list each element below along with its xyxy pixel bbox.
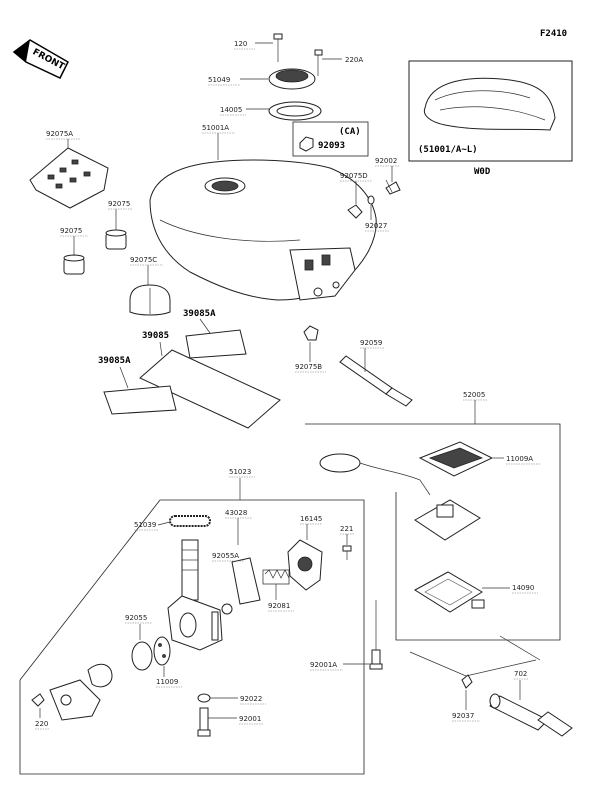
label-39085A-bot: 39085A (98, 356, 131, 366)
fuel-cock-body (167, 539, 223, 651)
gasket-92055A (231, 557, 261, 605)
plate-left (49, 663, 113, 721)
label-92075-b: 92075 (60, 227, 82, 235)
gasket-14005 (268, 101, 322, 121)
tube-92059 (339, 355, 413, 407)
damper-92075 (105, 229, 127, 250)
label-51049: 51049 (208, 76, 230, 84)
damper-92075-b (63, 254, 85, 275)
label-underlines (35, 48, 540, 730)
fuel-tank-51001A (149, 159, 377, 301)
label-51023: 51023 (229, 468, 251, 476)
nut-92093 (292, 121, 369, 157)
grommet-92075B (303, 325, 319, 341)
label-92001A: 92001A (310, 661, 337, 669)
label-52005: 52005 (463, 391, 485, 399)
screw-221 (342, 545, 352, 560)
label-92075D: 92075D (340, 172, 368, 180)
variant-code: W0D (474, 167, 491, 177)
bolt-220A (314, 49, 323, 76)
collar-92075D (347, 204, 363, 219)
label-92027: 92027 (365, 222, 387, 230)
label-92075: 92075 (108, 200, 130, 208)
pad-39085 (139, 349, 281, 429)
bolt-92001A (369, 649, 383, 670)
bolt-92001 (197, 707, 211, 737)
label-39085A-top: 39085A (183, 309, 216, 319)
sender-assembly-52005 (305, 423, 561, 641)
label-702: 702 (514, 670, 527, 678)
label-92093-ca: (CA) (339, 127, 361, 137)
variant-box: (51001/A~L) (408, 60, 573, 162)
variant-note: (51001/A~L) (418, 145, 478, 155)
label-92075B: 92075B (295, 363, 322, 371)
label-43028: 43028 (225, 509, 247, 517)
label-92001: 92001 (239, 715, 261, 723)
figure-code: F2410 (540, 29, 567, 39)
damper-92075C (129, 284, 171, 316)
label-11009A: 11009A (506, 455, 533, 463)
label-220: 220 (35, 720, 48, 728)
label-92002: 92002 (375, 157, 397, 165)
label-51001A: 51001A (202, 124, 229, 132)
diaphragm-11009 (153, 636, 171, 666)
label-92059: 92059 (360, 339, 382, 347)
washer-92027 (367, 195, 375, 205)
oring-92055 (131, 641, 153, 671)
spring-92081 (262, 569, 290, 585)
label-39085: 39085 (142, 331, 169, 341)
label-221: 221 (340, 525, 353, 533)
label-14005: 14005 (220, 106, 242, 114)
label-220A: 220A (345, 56, 363, 64)
filler-cap-51049 (268, 68, 316, 90)
label-92037: 92037 (452, 712, 474, 720)
label-92055A: 92055A (212, 552, 239, 560)
label-11009: 11009 (156, 678, 178, 686)
screw-220 (31, 693, 45, 707)
cover-16145 (287, 539, 323, 591)
label-92093: 92093 (318, 141, 345, 151)
bracket-92075A (29, 147, 109, 209)
label-92075C: 92075C (130, 256, 157, 264)
front-arrow-icon: FRONT (12, 39, 69, 79)
label-51039: 51039 (134, 521, 156, 529)
label-92022: 92022 (240, 695, 262, 703)
bolt-120 (273, 33, 283, 62)
washer-92022 (197, 693, 211, 703)
oring-small (221, 603, 233, 615)
pad-39085A-top (185, 329, 247, 359)
hose-702 (489, 693, 573, 737)
label-92075A: 92075A (46, 130, 73, 138)
label-16145: 16145 (300, 515, 322, 523)
label-120: 120 (234, 40, 247, 48)
bolt-92002 (385, 179, 401, 195)
pad-39085A-bot (103, 385, 177, 415)
label-92081: 92081 (268, 602, 290, 610)
clamp-92037 (461, 674, 473, 689)
screen-51039 (169, 515, 211, 527)
label-14090: 14090 (512, 584, 534, 592)
label-92055: 92055 (125, 614, 147, 622)
